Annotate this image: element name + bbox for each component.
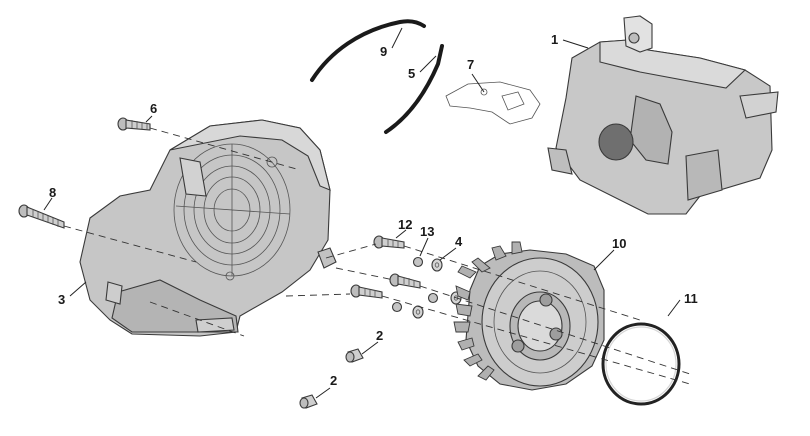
callout-8: 8 — [49, 185, 56, 200]
callout-11: 11 — [684, 291, 698, 306]
callout-7: 7 — [467, 57, 474, 72]
part-8-long-screw — [18, 204, 65, 229]
part-9-seal-strip — [310, 19, 426, 82]
callout-4: 4 — [455, 234, 463, 249]
part-1-cylinder-shroud — [547, 15, 779, 215]
part-12-bolts — [350, 235, 421, 299]
callout-3: 3 — [58, 292, 65, 307]
callout-2-upper: 2 — [376, 328, 383, 343]
leader-lines — [43, 27, 681, 399]
part-6-screw — [117, 117, 151, 131]
part-11-o-ring — [601, 322, 681, 406]
callout-5: 5 — [408, 66, 415, 81]
callout-1: 1 — [551, 32, 558, 47]
part-13-lock-washers — [391, 256, 439, 313]
part-3-fan-cover — [79, 119, 337, 337]
part-7-gasket — [445, 81, 541, 125]
callout-13: 13 — [420, 224, 434, 239]
callout-6: 6 — [150, 101, 157, 116]
part-5-seal-strip — [384, 44, 444, 134]
callout-2-lower: 2 — [330, 373, 337, 388]
part-10-flywheel-fan — [453, 241, 605, 391]
callout-labels: 1 9 5 7 6 8 3 12 13 4 10 11 2 2 — [49, 32, 698, 388]
callout-9: 9 — [380, 44, 387, 59]
part-2-bushings — [299, 348, 364, 409]
callout-10: 10 — [612, 236, 626, 251]
callout-12: 12 — [398, 217, 412, 232]
assembly-axis-lines — [63, 127, 691, 385]
